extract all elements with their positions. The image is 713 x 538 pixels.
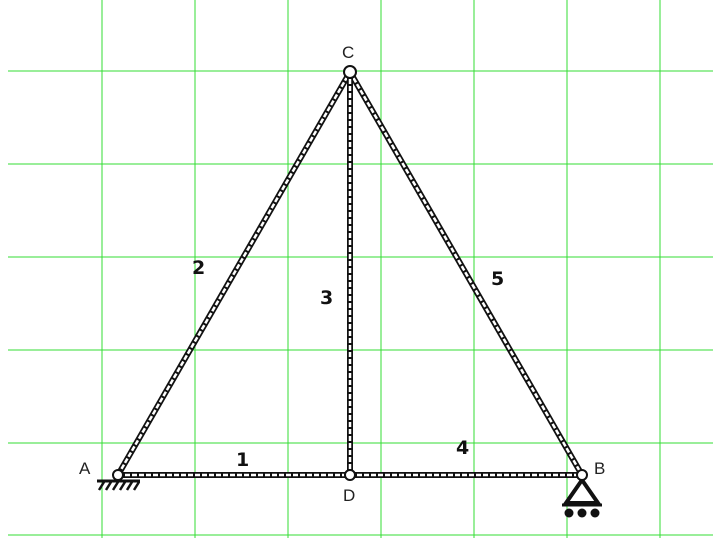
node-label-d: D: [343, 486, 355, 505]
joint-d: [344, 469, 356, 481]
member-label-5: 5: [491, 268, 504, 290]
roller-support-icon: [562, 476, 602, 518]
member-label-1: 1: [236, 449, 249, 471]
joint-a: [112, 469, 124, 481]
roller-wheel-icon: [590, 508, 600, 518]
node-label-b: B: [594, 459, 605, 478]
grid: [8, 0, 713, 538]
member-label-4: 4: [456, 437, 469, 459]
roller-wheel-icon: [577, 508, 587, 518]
node-label-c: C: [342, 43, 354, 62]
joints: [112, 65, 588, 481]
fixed-support-icon: [97, 479, 141, 491]
member-2: [115, 70, 353, 477]
members: [115, 70, 585, 478]
member-5: [347, 70, 585, 477]
joint-c: [343, 65, 357, 79]
joint-b: [576, 469, 588, 481]
roller-wheel-icon: [564, 508, 574, 518]
node-label-a: A: [79, 459, 91, 478]
member-label-2: 2: [192, 257, 205, 279]
member-label-3: 3: [320, 287, 333, 309]
